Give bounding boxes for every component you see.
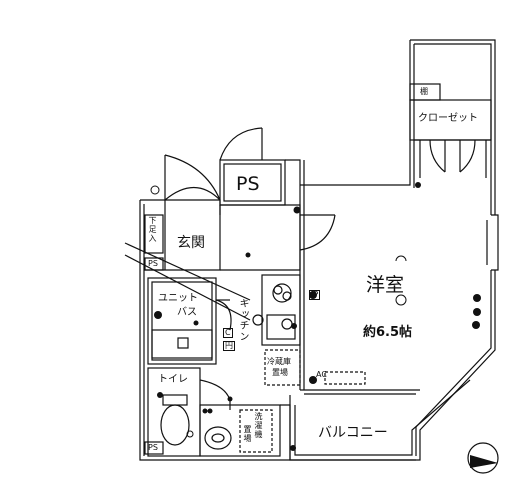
shoe-box-label: 下足入 bbox=[148, 216, 157, 243]
western-room-label: 洋室 bbox=[366, 274, 405, 296]
compass bbox=[467, 442, 499, 474]
western-room-area: 約6.5帖 bbox=[363, 325, 413, 340]
ps-small-label-2: PS bbox=[148, 443, 158, 452]
closet-label: クローゼット bbox=[418, 113, 478, 124]
ps-label: PS bbox=[236, 173, 260, 195]
ps-small-label-1: PS bbox=[148, 259, 158, 268]
shoe-box bbox=[144, 214, 164, 254]
ip-label: IP bbox=[309, 290, 321, 300]
d-label: 円 bbox=[223, 341, 235, 351]
fridge-label-2: 置場 bbox=[272, 368, 288, 377]
compass-arrow bbox=[470, 455, 498, 468]
c-label: C bbox=[223, 328, 233, 338]
balcony bbox=[289, 395, 416, 461]
unit-bath-label-2: バス bbox=[177, 307, 197, 318]
unit-bath bbox=[147, 277, 217, 365]
entrance-label: 玄関 bbox=[177, 235, 205, 251]
shelf bbox=[409, 83, 441, 101]
balcony-label: バルコニー bbox=[318, 425, 388, 441]
kitchen-counter bbox=[261, 274, 301, 346]
fridge-label-1: 冷蔵庫 bbox=[267, 357, 291, 366]
kitchen-label: キッチン bbox=[237, 298, 248, 342]
ac-label: AC bbox=[316, 370, 327, 379]
washer-label-1: 洗濯機 bbox=[254, 412, 263, 439]
washroom bbox=[199, 404, 281, 457]
toilet-label: トイレ bbox=[158, 374, 188, 385]
washer-space bbox=[239, 409, 273, 453]
shelf-label: 棚 bbox=[420, 87, 428, 96]
washer-label-2: 置場 bbox=[243, 425, 252, 443]
fridge-space bbox=[264, 349, 301, 386]
unit-bath-label-1: ユニット bbox=[158, 293, 198, 304]
